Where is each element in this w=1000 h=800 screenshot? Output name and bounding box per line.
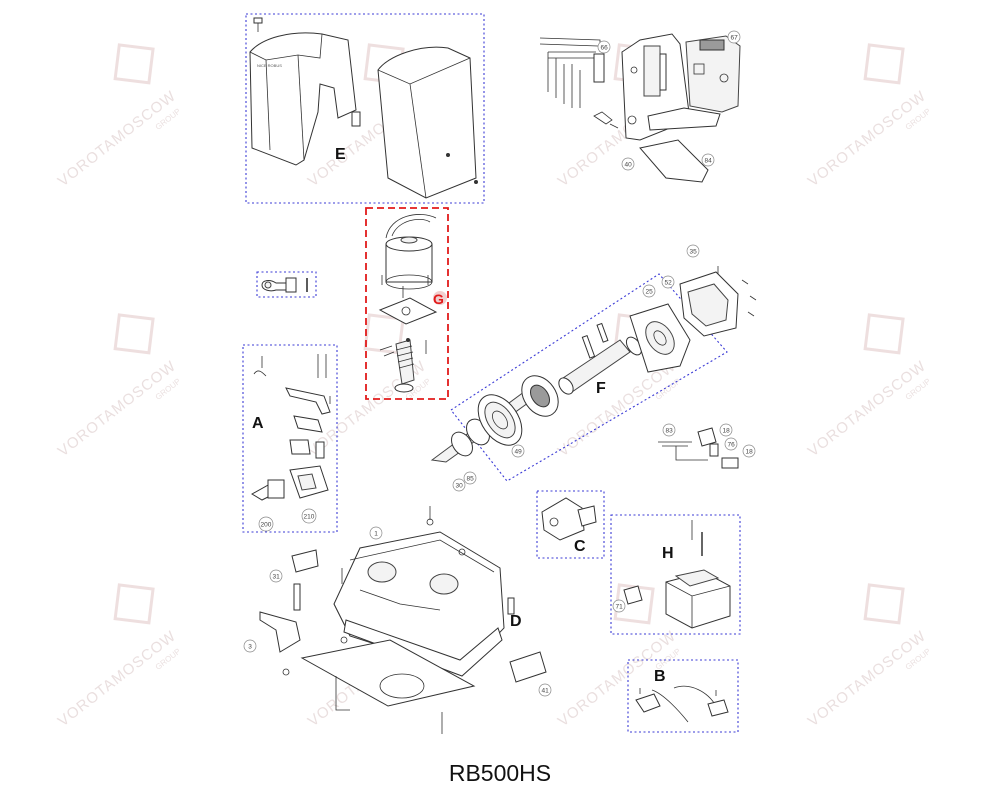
svg-text:VOROTAMOSCOW: VOROTAMOSCOW (805, 357, 930, 460)
svg-text:67: 67 (731, 35, 739, 42)
callout-31: 31 (269, 569, 283, 583)
svg-text:71: 71 (616, 604, 624, 611)
callout-71: 71 (612, 599, 626, 613)
svg-text:76: 76 (728, 442, 736, 449)
svg-text:35: 35 (690, 249, 698, 256)
svg-text:200: 200 (261, 522, 272, 529)
callout-84: 84 (701, 153, 715, 167)
svg-text:VOROTAMOSCOW: VOROTAMOSCOW (55, 627, 180, 730)
group-a: A 200 210 (242, 344, 338, 533)
group-e-frame (245, 13, 485, 204)
group-h-letter: H (662, 545, 674, 562)
svg-text:30: 30 (456, 483, 464, 490)
group-c: C (536, 490, 605, 559)
svg-text:VOROTAMOSCOW: VOROTAMOSCOW (55, 357, 180, 460)
cover-open: NICE ROBUS (249, 32, 361, 166)
svg-text:VOROTAMOSCOW: VOROTAMOSCOW (805, 87, 930, 190)
callout-30: 30 (452, 478, 466, 492)
group-f: F 35 52 25 49 85 30 (430, 244, 757, 492)
svg-text:41: 41 (542, 688, 550, 695)
group-b-letter: B (654, 668, 666, 685)
svg-text:83: 83 (666, 428, 674, 435)
svg-text:25: 25 (646, 289, 654, 296)
callout-210: 210 (301, 508, 317, 524)
svg-text:66: 66 (601, 45, 609, 52)
group-e: NICE ROBUS E (245, 13, 485, 204)
callout-85: 85 (463, 471, 477, 485)
screw-icon (253, 17, 263, 32)
svg-text:1: 1 (374, 531, 378, 538)
group-d: D 1 31 3 41 (243, 506, 552, 734)
group-g-letter: G (433, 291, 444, 307)
group-g: G (365, 207, 449, 400)
callout-40: 40 (621, 157, 635, 171)
model-title: RB500HS (448, 760, 552, 786)
callout-52: 52 (661, 275, 675, 289)
svg-text:VOROTAMOSCOW: VOROTAMOSCOW (805, 627, 930, 730)
group-a-letter: A (252, 415, 264, 432)
group-b-frame (627, 659, 739, 733)
svg-text:VOROTAMOSCOW: VOROTAMOSCOW (55, 87, 180, 190)
callout-49: 49 (511, 444, 525, 458)
callout-41: 41 (538, 683, 552, 697)
callout-3: 3 (243, 639, 257, 653)
svg-text:40: 40 (625, 162, 633, 169)
svg-text:210: 210 (304, 514, 315, 521)
callout-1: 1 (369, 526, 383, 540)
svg-text:52: 52 (665, 280, 673, 287)
motor (385, 236, 433, 290)
svg-text:NICE ROBUS: NICE ROBUS (257, 63, 282, 68)
group-b: B (627, 659, 739, 733)
svg-text:84: 84 (705, 158, 713, 165)
callout-83: 83 (662, 423, 676, 437)
svg-text:85: 85 (467, 476, 475, 483)
callout-200: 200 (258, 516, 274, 532)
cover-closed (377, 46, 478, 199)
group-a-frame (242, 344, 338, 533)
release-key (256, 271, 317, 298)
group-c-frame (536, 490, 605, 559)
svg-text:49: 49 (515, 449, 523, 456)
svg-text:3: 3 (248, 644, 252, 651)
limit-switch-kit: 83 18 76 18 (658, 423, 756, 469)
group-g-highlight-frame (365, 207, 449, 400)
group-h-frame (610, 514, 741, 635)
group-f-frame (450, 273, 728, 482)
callout-25: 25 (642, 284, 656, 298)
control-unit: 66 67 40 84 (539, 30, 741, 183)
callout-76: 76 (724, 437, 738, 451)
callout-18-b: 18 (742, 444, 756, 458)
svg-text:18: 18 (723, 428, 731, 435)
callout-66: 66 (597, 40, 611, 54)
callout-18-a: 18 (719, 423, 733, 437)
transformer (665, 569, 731, 629)
group-f-letter: F (596, 380, 606, 397)
group-h: H 71 (610, 514, 741, 635)
svg-text:18: 18 (746, 449, 754, 456)
group-c-letter: C (574, 538, 586, 555)
group-d-letter: D (510, 613, 522, 630)
group-e-letter: E (335, 146, 346, 163)
svg-text:31: 31 (273, 574, 281, 581)
gear (477, 394, 523, 446)
callout-35: 35 (686, 244, 700, 258)
callout-67: 67 (727, 30, 741, 44)
